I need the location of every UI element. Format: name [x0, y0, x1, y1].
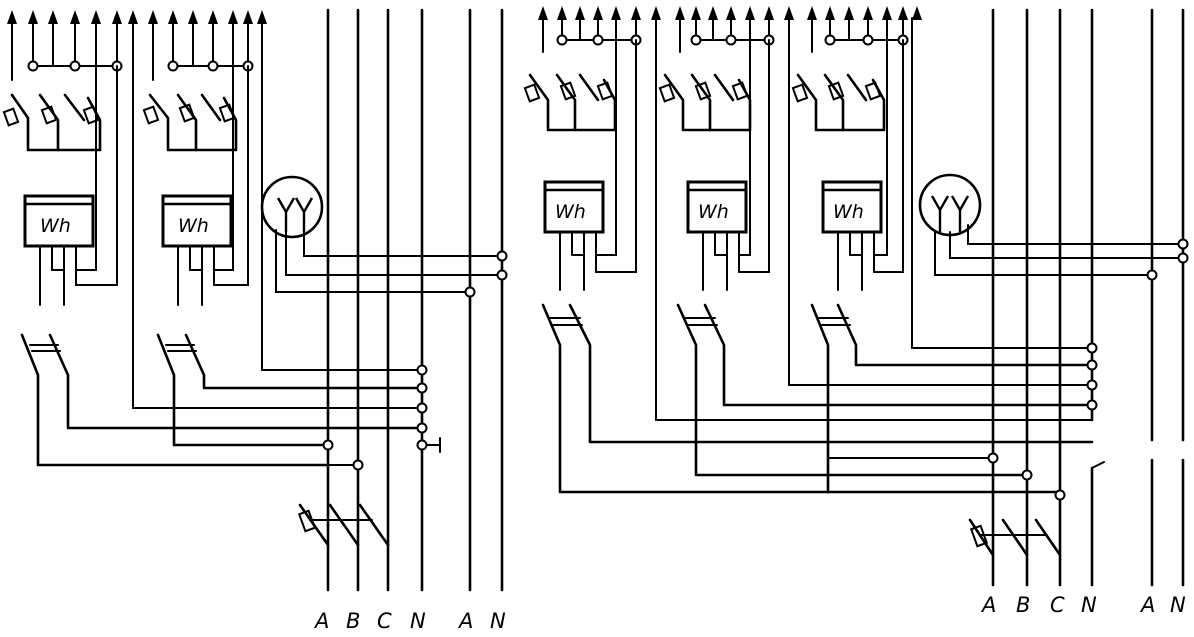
circuit-breaker-icon: [791, 73, 886, 132]
arrow-up-icon: [91, 10, 101, 24]
arrow-up-icon: [112, 10, 122, 24]
bus-label-a2: A: [1139, 593, 1155, 617]
arrow-up-icon: [651, 6, 661, 20]
arrow-up-icon: [538, 6, 548, 20]
arrow-up-icon: [898, 6, 908, 20]
arrow-up-icon: [726, 6, 736, 20]
meter-label: Wh: [40, 215, 71, 237]
bus-label-b: B: [1016, 593, 1030, 617]
watt-hour-meter-icon: Wh: [161, 65, 249, 306]
circuit-breaker-icon: [297, 503, 390, 547]
bus-label-a: A: [980, 593, 996, 617]
meter-label: Wh: [698, 201, 729, 223]
bus-label-n2: N: [1170, 593, 1186, 617]
bus-label-c: C: [377, 609, 392, 633]
arrow-up-icon: [575, 6, 585, 20]
arrow-up-icon: [745, 6, 755, 20]
right-outgoing-lines-3: [807, 6, 922, 349]
watt-hour-meter-icon: Wh: [543, 39, 637, 291]
circuit-breaker-icon: [968, 518, 1062, 557]
arrow-up-icon: [912, 6, 922, 20]
arrow-up-icon: [593, 6, 603, 20]
arrow-up-icon: [7, 10, 17, 24]
circuit-breaker-icon: [142, 93, 238, 152]
right-bus-labels: A B C N A N: [980, 593, 1186, 617]
arrow-up-icon: [784, 6, 794, 20]
bus-label-n2: N: [490, 609, 506, 633]
right-panel: Wh Wh Wh: [523, 6, 1189, 617]
arrow-up-icon: [70, 10, 80, 24]
right-bus-bars: [991, 8, 1185, 587]
arrow-up-icon: [882, 6, 892, 20]
bus-label-a2: A: [457, 609, 473, 633]
arrow-up-icon: [208, 10, 218, 24]
right-outgoing-lines-1: [538, 6, 661, 421]
antenna-socket-icon: [260, 175, 508, 298]
bus-label-c: C: [1050, 593, 1065, 617]
arrow-up-icon: [48, 10, 58, 24]
arrow-up-icon: [28, 10, 38, 24]
arrow-up-icon: [631, 6, 641, 20]
circuit-breaker-icon: [2, 93, 102, 152]
arrow-up-icon: [228, 10, 238, 24]
meter-label: Wh: [833, 201, 864, 223]
arrow-up-icon: [807, 6, 817, 20]
meter-label: Wh: [555, 201, 586, 223]
right-outgoing-lines-2: [675, 6, 794, 386]
left-outgoing-lines-2: [148, 10, 267, 371]
bus-label-n: N: [1081, 593, 1097, 617]
arrow-up-icon: [764, 6, 774, 20]
left-bus-bars: [326, 8, 504, 592]
arrow-up-icon: [844, 6, 854, 20]
arrow-up-icon: [128, 10, 138, 24]
arrow-up-icon: [148, 10, 158, 24]
arrow-up-icon: [825, 6, 835, 20]
watt-hour-meter-icon: Wh: [821, 39, 904, 291]
meter-label: Wh: [178, 215, 209, 237]
arrow-up-icon: [243, 10, 253, 24]
arrow-up-icon: [257, 10, 267, 24]
arrow-up-icon: [691, 6, 701, 20]
left-panel: Wh: [2, 8, 508, 633]
switch-icon: [810, 303, 1094, 494]
arrow-up-icon: [708, 6, 718, 20]
switch-icon: [541, 303, 1094, 494]
bus-label-n: N: [410, 609, 426, 633]
switch-icon: [156, 333, 424, 447]
antenna-socket-icon: [918, 173, 1189, 281]
left-bus-labels: A B C N A N: [313, 609, 506, 633]
arrow-up-icon: [188, 10, 198, 24]
switch-icon: [676, 303, 1094, 477]
arrow-up-icon: [557, 6, 567, 20]
left-outgoing-lines-1: [7, 10, 138, 409]
circuit-breaker-icon: [658, 73, 752, 132]
bus-label-b: B: [346, 609, 360, 633]
arrow-up-icon: [611, 6, 621, 20]
watt-hour-meter-icon: Wh: [23, 65, 118, 306]
arrow-up-icon: [675, 6, 685, 20]
arrow-up-icon: [168, 10, 178, 24]
watt-hour-meter-icon: Wh: [686, 39, 770, 291]
bus-label-a: A: [313, 609, 329, 633]
arrow-up-icon: [863, 6, 873, 20]
circuit-breaker-icon: [523, 73, 617, 132]
